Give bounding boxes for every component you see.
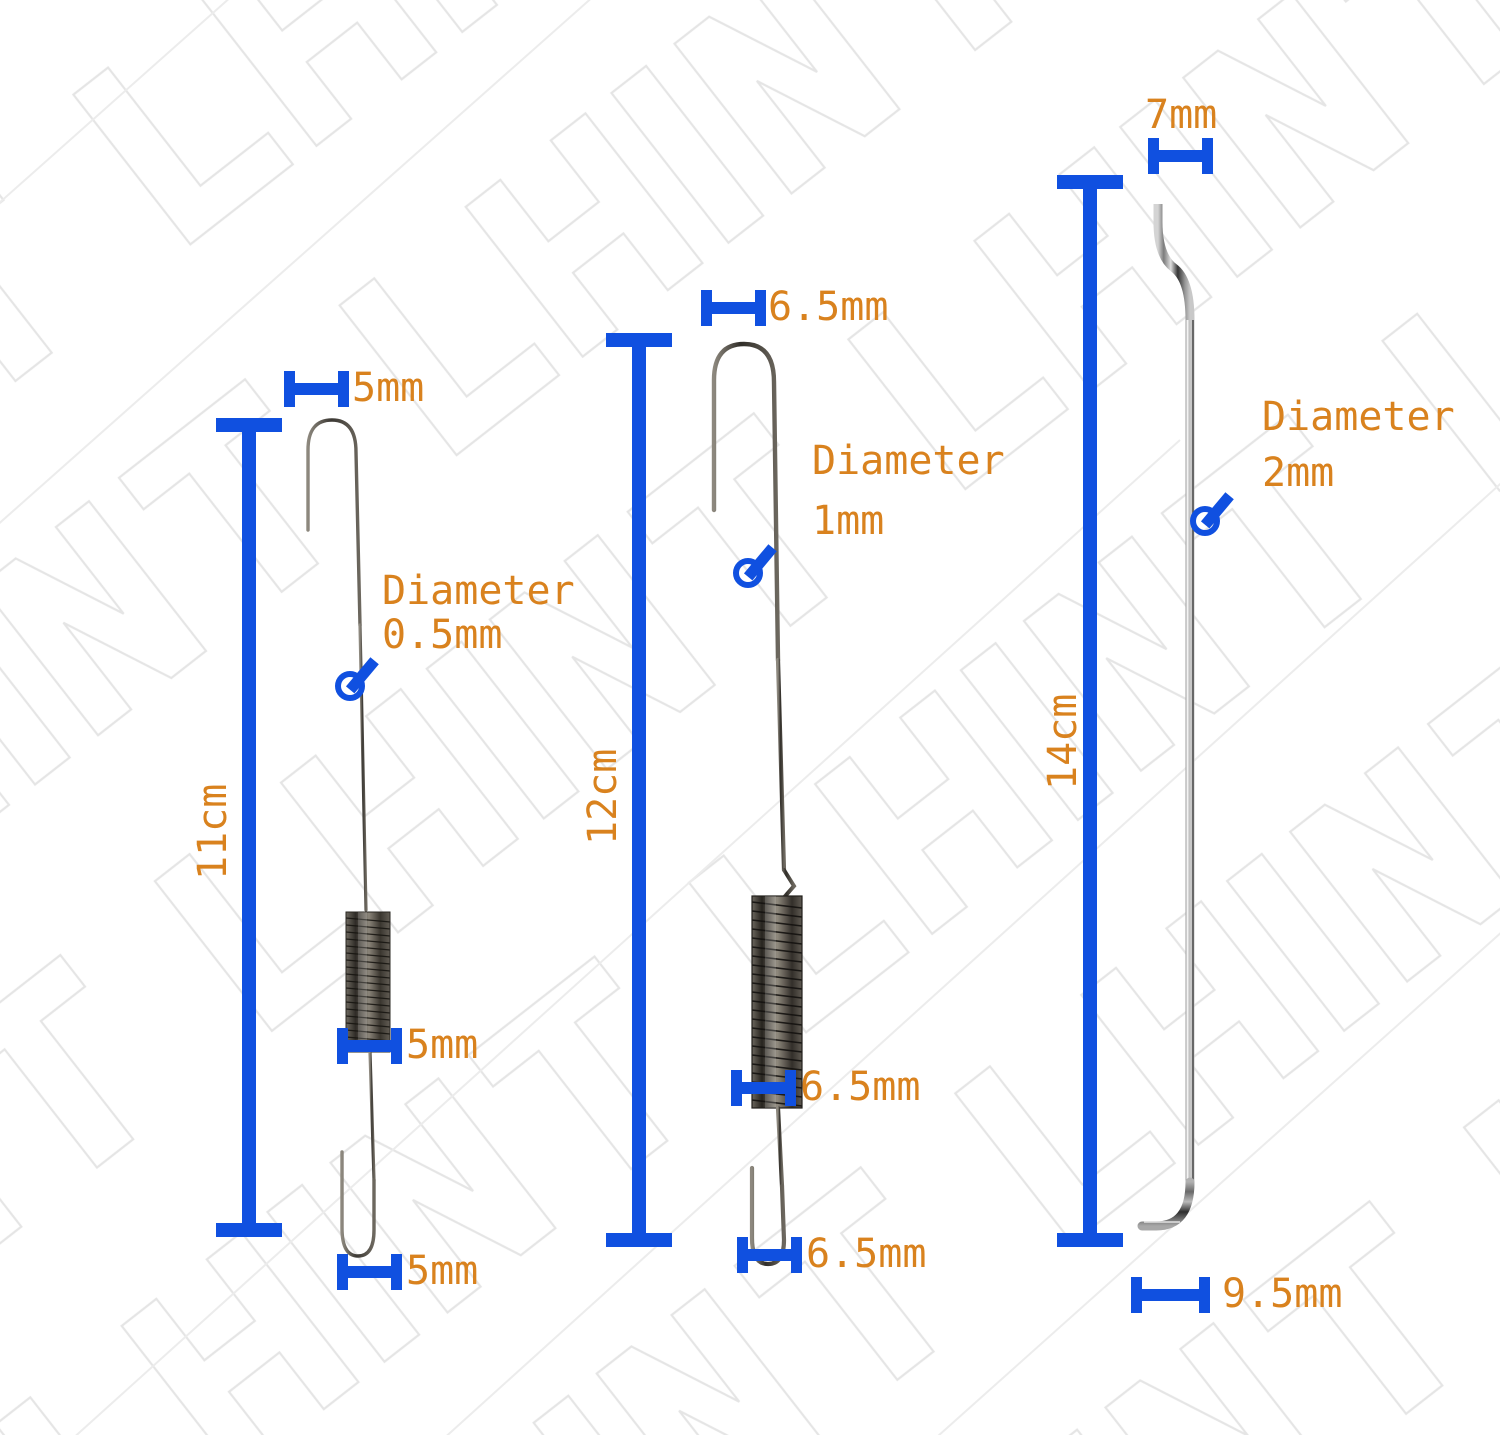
label-middle-coil-width: 6.5mm xyxy=(800,1064,921,1110)
label-left-bottom-hook: 5mm xyxy=(406,1248,479,1294)
right-rod-artwork xyxy=(1137,204,1195,1231)
label-right-rod-diameter-line2: 2mm xyxy=(1262,450,1335,496)
dim-left-top-hook xyxy=(284,371,349,407)
label-left-top-hook: 5mm xyxy=(352,365,425,411)
dim-middle-top-hook xyxy=(701,290,766,326)
label-left-wire-diameter-line1: Diameter xyxy=(382,568,575,614)
dim-right-top-offset xyxy=(1148,138,1213,174)
left-spring-artwork xyxy=(306,418,391,1258)
label-right-rod-diameter-line1: Diameter xyxy=(1262,394,1455,440)
label-right-top-offset: 7mm xyxy=(1145,92,1218,138)
label-left-overall-length: 11cm xyxy=(190,783,236,880)
label-middle-wire-diameter-line1: Diameter xyxy=(812,438,1005,484)
label-left-coil-width: 5mm xyxy=(406,1022,479,1068)
dim-right-bottom-offset xyxy=(1131,1277,1210,1313)
label-left-wire-diameter-line2: 0.5mm xyxy=(382,612,503,658)
label-right-bottom-offset: 9.5mm xyxy=(1222,1271,1343,1317)
label-middle-overall-length: 12cm xyxy=(580,748,626,845)
label-middle-wire-diameter-line2: 1mm xyxy=(812,498,885,544)
label-right-overall-length: 14cm xyxy=(1040,693,1086,790)
label-middle-bottom-hook: 6.5mm xyxy=(806,1231,927,1277)
label-middle-top-hook: 6.5mm xyxy=(768,284,889,330)
